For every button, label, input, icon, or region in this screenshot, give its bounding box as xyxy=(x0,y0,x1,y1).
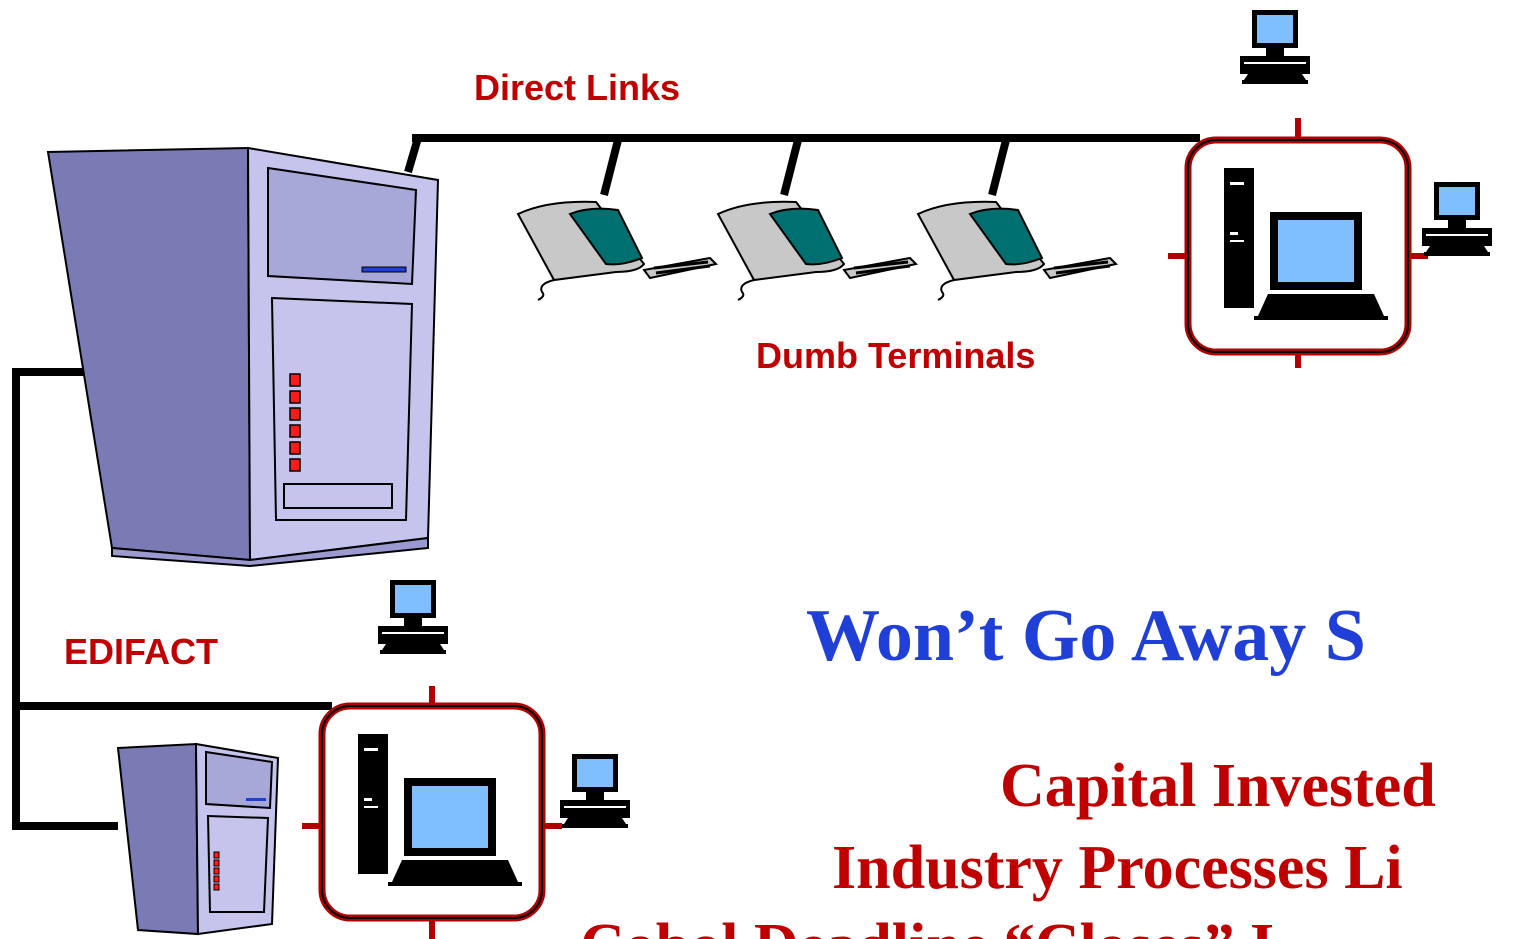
sub-line-capital: Capital Invested xyxy=(1000,752,1436,820)
dumb-terminal-icon xyxy=(516,200,718,302)
desktop-computer-icon xyxy=(1240,10,1310,84)
mainframe-server-icon-small xyxy=(116,742,280,936)
desktop-computer-icon xyxy=(560,754,630,828)
dumb-terminals-label: Dumb Terminals xyxy=(756,335,1035,376)
headline: Won’t Go Away S xyxy=(806,595,1366,677)
sub-line-cobol: Cobol Deadline “Closes” I xyxy=(580,912,1274,939)
direct-links-bus xyxy=(404,134,1200,196)
dumb-terminal-icon xyxy=(916,200,1118,302)
edifact-label: EDIFACT xyxy=(64,631,218,672)
desktop-computer-icon xyxy=(1422,182,1492,256)
lan-node-icon-top-right xyxy=(1168,118,1428,368)
mainframe-server-icon xyxy=(46,146,440,568)
direct-links-label: Direct Links xyxy=(474,67,680,108)
desktop-computer-icon xyxy=(378,580,448,654)
sub-line-industry: Industry Processes Li xyxy=(832,834,1403,902)
lan-node-icon-bottom xyxy=(302,686,562,939)
edifact-link xyxy=(12,368,332,830)
dumb-terminal-icon xyxy=(716,200,918,302)
